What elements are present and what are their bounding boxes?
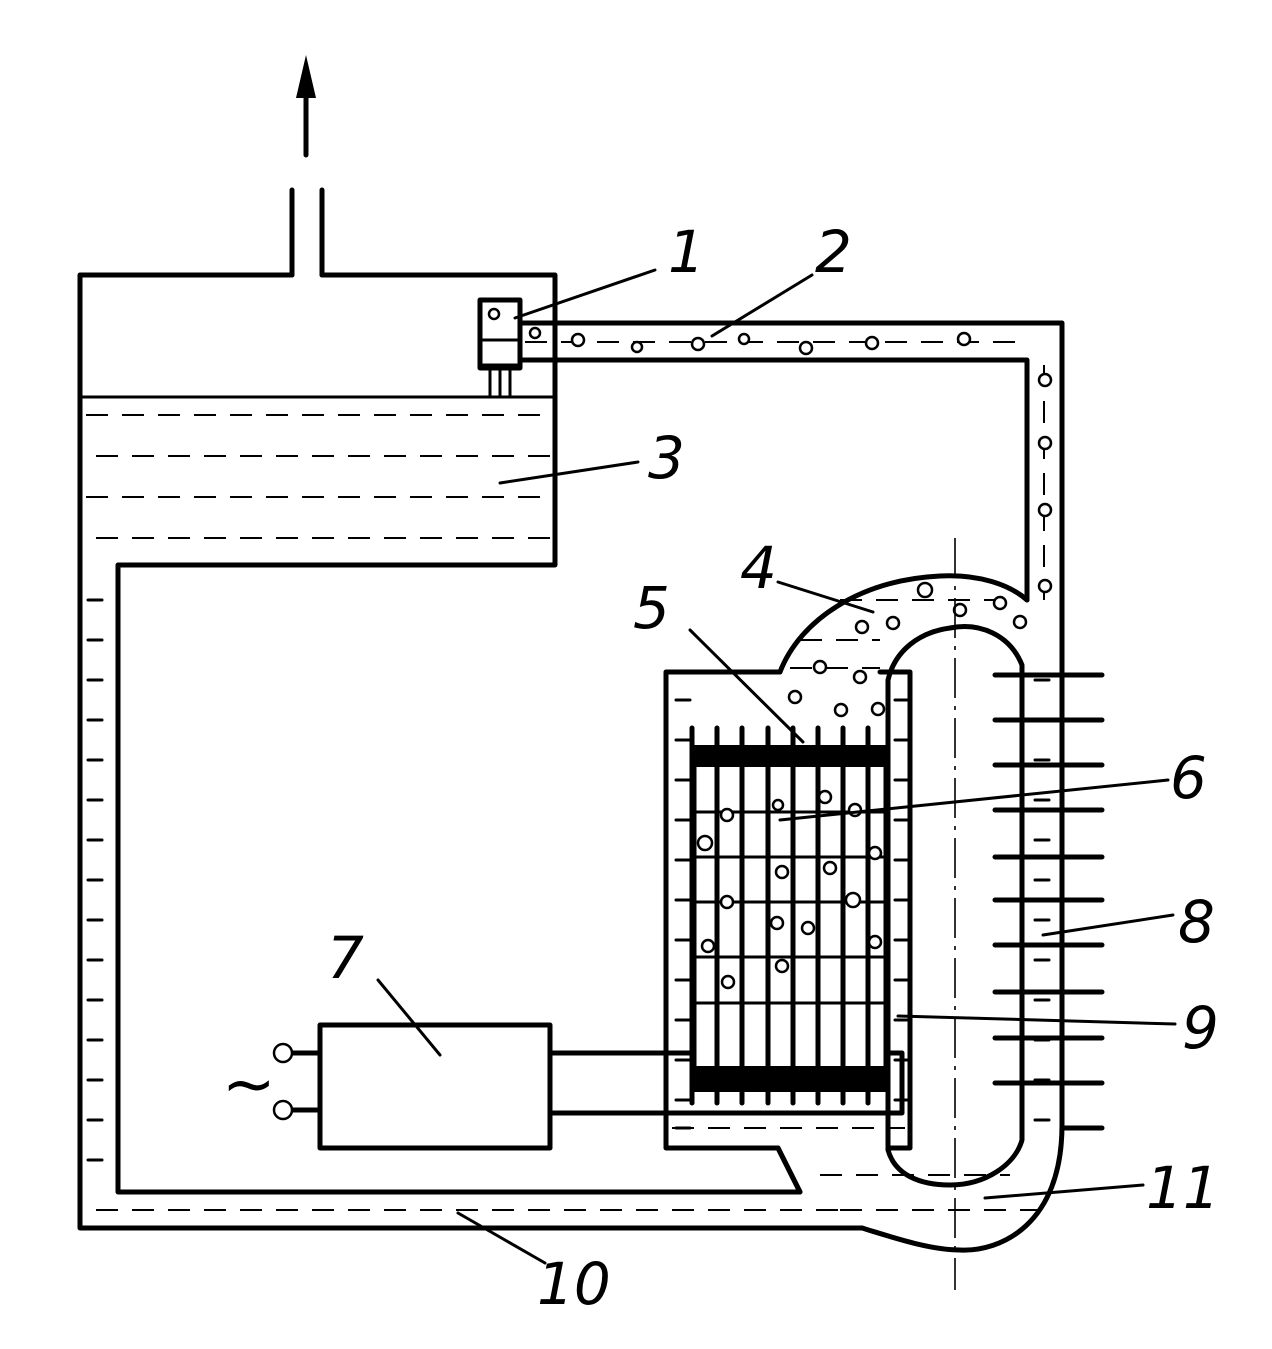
label-2: 2 (815, 218, 852, 286)
electrode-stack (689, 725, 889, 1106)
shell-liquid (790, 599, 1051, 1211)
outlet-arrow (296, 55, 316, 158)
label-5: 5 (633, 574, 670, 642)
label-6: 6 (1170, 744, 1207, 812)
vessel-liquid (86, 414, 550, 539)
dome-bubbles (787, 581, 1028, 718)
label-1: 1 (668, 218, 705, 286)
exchanger-shell (775, 573, 1065, 1253)
label-9: 9 (1182, 994, 1219, 1062)
label-3: 3 (648, 424, 685, 492)
leader-lines (376, 268, 1177, 1265)
label-10: 10 (537, 1250, 611, 1318)
pipe-bubbles (528, 326, 1053, 594)
label-8: 8 (1178, 888, 1215, 956)
ac-symbol: ~ (222, 1048, 276, 1122)
steam-trap (477, 297, 523, 397)
electrode-bubbles (696, 789, 883, 990)
label-11: 11 (1146, 1154, 1220, 1222)
reactor-vessel (663, 669, 913, 1151)
label-4: 4 (740, 534, 777, 602)
outlet-pipe (289, 187, 325, 278)
label-7: 7 (327, 924, 364, 992)
downcomer-liquid (86, 598, 104, 1162)
power-supply (272, 1022, 905, 1151)
steam-pipe (517, 320, 1065, 618)
cooling-fins (992, 672, 1105, 1131)
